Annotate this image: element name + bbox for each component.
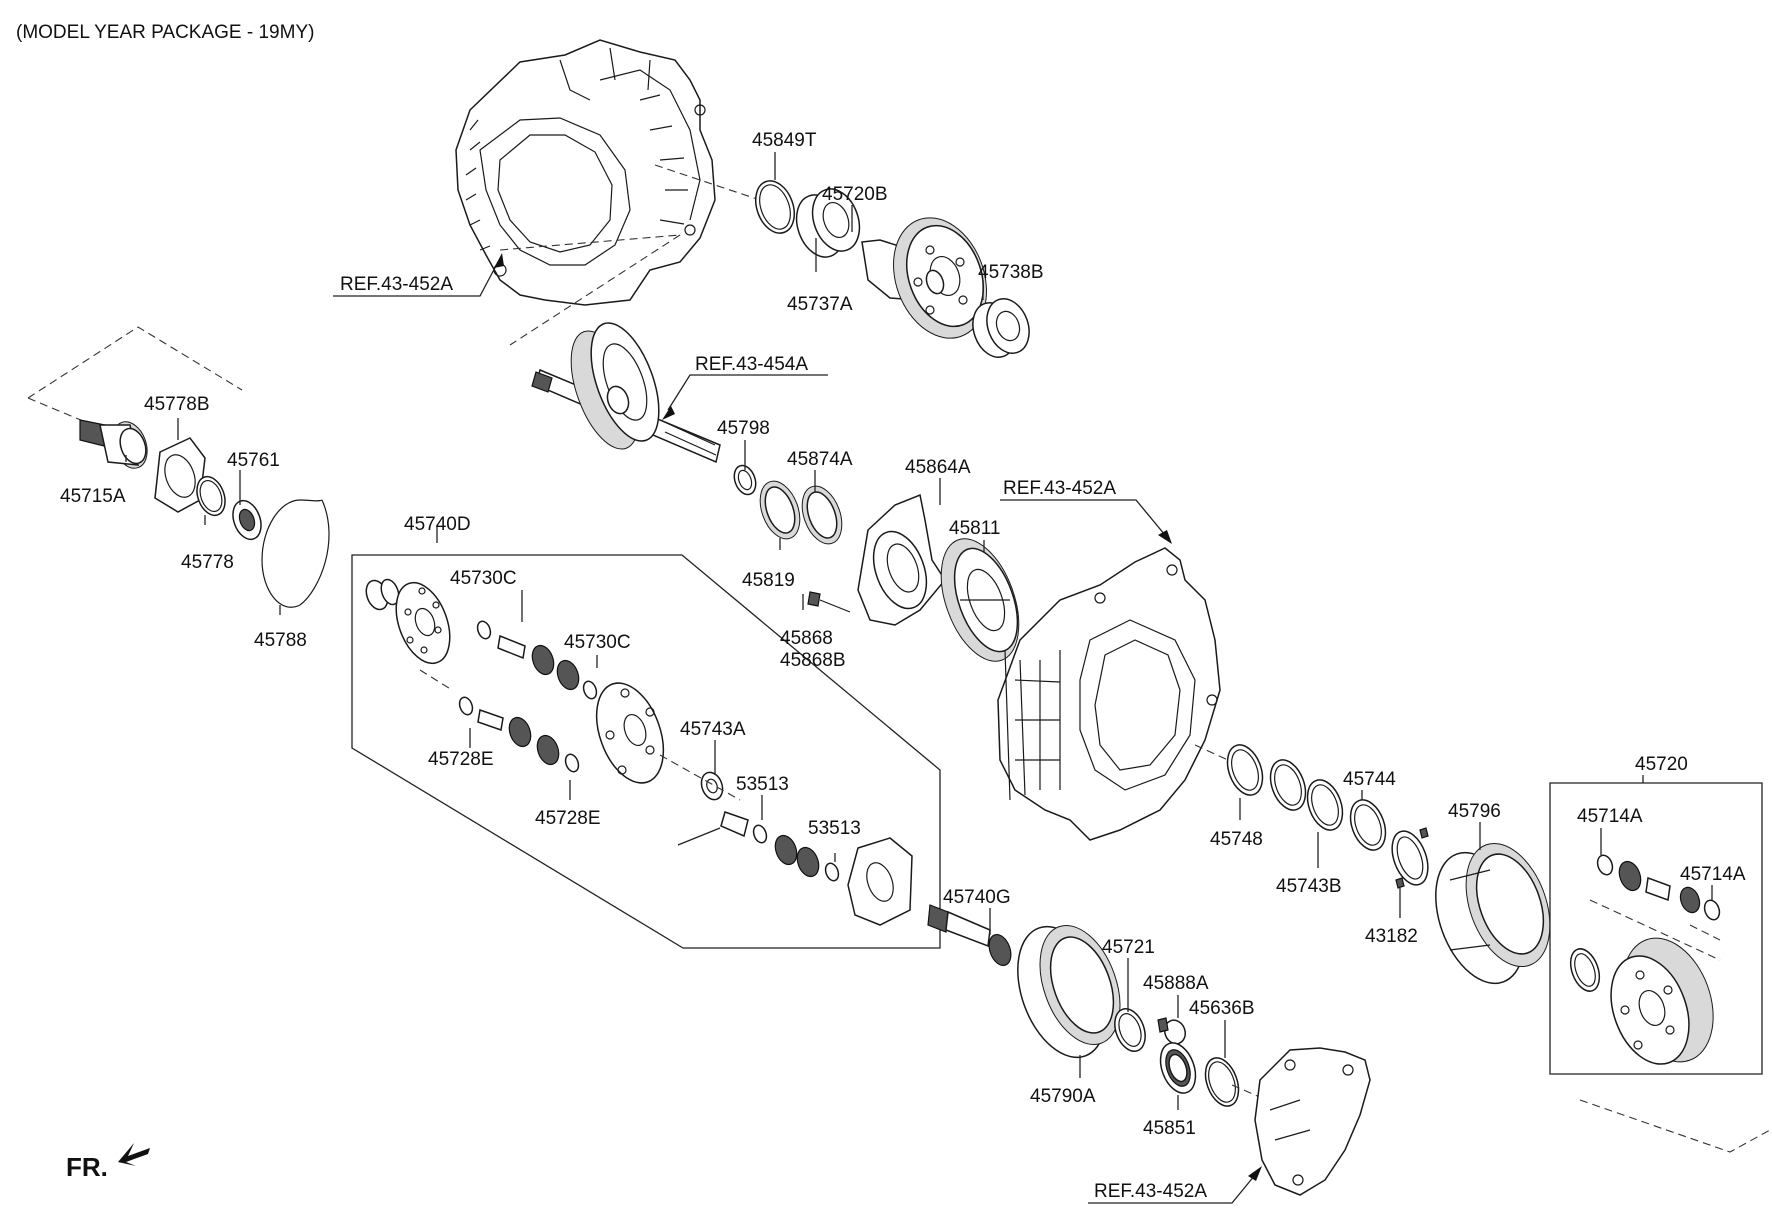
- part-label: 45721: [1102, 937, 1155, 958]
- part-45720-carrier: [1569, 937, 1714, 1065]
- model-year-note: (MODEL YEAR PACKAGE - 19MY): [16, 22, 314, 43]
- part-label: 45811: [949, 518, 1000, 539]
- part-label: 45796: [1448, 801, 1501, 822]
- part-label: 45728E: [535, 808, 601, 829]
- part-label: 45740G: [943, 887, 1011, 908]
- part-label: 45714A: [1577, 806, 1643, 827]
- part-label: 45868B: [780, 650, 846, 671]
- transaxle-case-upper: [455, 39, 716, 306]
- part-45720B-diff-gear: [861, 217, 987, 339]
- part-label: 45849T: [752, 130, 817, 151]
- part-label: 43182: [1365, 926, 1418, 947]
- ref-arrow-top: [333, 253, 504, 297]
- part-label: 53513: [736, 774, 789, 795]
- part-45730C-pinion-set-a: [476, 620, 598, 700]
- part-45737A-bearing: [795, 188, 861, 258]
- part-label: 45868: [780, 628, 833, 649]
- part-label: 45798: [717, 418, 770, 439]
- ref-arrow-shaft: [662, 374, 828, 420]
- carrier-assembly-outline: [351, 554, 941, 949]
- part-45761-bearing: [232, 499, 262, 541]
- part-carrier-end-plate: [847, 837, 913, 926]
- part-45778-ring: [196, 475, 226, 517]
- front-marker: FR.: [66, 1143, 150, 1182]
- part-45796-clutch-drum: [1435, 842, 1551, 985]
- part-label: 45778: [181, 552, 234, 573]
- part-label: 45778B: [144, 394, 210, 415]
- ref-arrow-cover: [1088, 1166, 1262, 1204]
- part-45728E-pinion-set-b: [458, 696, 580, 773]
- part-45743A-washer: [700, 771, 724, 801]
- part-45744-ring: [1349, 799, 1387, 851]
- primary-shaft-assembly: [531, 322, 721, 464]
- part-45636B-o-ring: [1204, 1057, 1240, 1107]
- part-45790A-ring-gear: [1017, 924, 1121, 1059]
- part-45788-snap-ring: [261, 499, 330, 608]
- part-clutch-disc: [1269, 759, 1307, 811]
- part-label: 45730C: [450, 568, 517, 589]
- part-label: 45864A: [905, 457, 971, 478]
- transaxle-case-lower: [997, 547, 1221, 841]
- part-45714A-pinion-set: [1596, 854, 1721, 921]
- part-45798-ring: [733, 464, 757, 496]
- part-45868-bolt: [807, 591, 851, 613]
- part-45874A-sync-ring: [801, 485, 843, 545]
- part-label: 45743B: [1276, 876, 1342, 897]
- part-45715A-output-gear: [79, 419, 148, 469]
- part-45748-ring: [1226, 744, 1264, 796]
- part-45743B-ring: [1306, 779, 1344, 831]
- part-carrier-plate: [595, 682, 665, 784]
- part-label: 45819: [742, 570, 795, 591]
- part-45864A-baffle-plate: [857, 493, 946, 626]
- ref-label-cover: REF.43-452A: [1094, 1181, 1207, 1202]
- part-label: 45720: [1635, 754, 1688, 775]
- part-label: 45740D: [404, 514, 471, 535]
- part-43182-bracket: [1391, 827, 1429, 889]
- part-label: 53513: [808, 818, 861, 839]
- part-label: 45728E: [428, 749, 494, 770]
- front-marker-label: FR.: [66, 1152, 108, 1182]
- part-label: 45720B: [822, 184, 888, 205]
- part-label: 45888A: [1143, 973, 1209, 994]
- part-45851-bearing: [1159, 1042, 1197, 1094]
- output-assembly-outline: [1549, 782, 1763, 1075]
- part-45740D-carrier: [365, 578, 451, 665]
- part-label: 45761: [227, 450, 280, 471]
- part-label: 45730C: [564, 632, 631, 653]
- part-label: 45744: [1343, 769, 1396, 790]
- part-45849T-ring: [754, 180, 796, 234]
- part-label: 45790A: [1030, 1086, 1096, 1107]
- part-45778B-retainer-plate: [154, 437, 206, 513]
- part-45740G-shaft: [927, 904, 1012, 967]
- ref-label-case: REF.43-452A: [1003, 478, 1116, 499]
- part-label: 45851: [1143, 1118, 1196, 1139]
- part-45738B-bearing: [972, 298, 1030, 358]
- part-label: 45748: [1210, 829, 1263, 850]
- part-label: 45743A: [680, 719, 746, 740]
- part-label: 45738B: [978, 262, 1044, 283]
- part-45888A-sensor: [1157, 1017, 1187, 1045]
- part-label: 45714A: [1680, 864, 1746, 885]
- part-label: 45737A: [787, 294, 853, 315]
- part-label: 45874A: [787, 449, 853, 470]
- part-45721-ring: [1114, 1008, 1146, 1052]
- ref-arrow-case: [1000, 499, 1172, 544]
- part-rear-cover: [1254, 1047, 1371, 1196]
- part-label: 45715A: [60, 486, 126, 507]
- part-45819-sync-ring: [759, 480, 801, 540]
- ref-label-shaft: REF.43-454A: [695, 354, 808, 375]
- part-45811-driven-gear: [940, 538, 1020, 662]
- front-arrow-icon: [118, 1143, 150, 1166]
- part-label: 45636B: [1189, 998, 1255, 1019]
- part-53513-pinion-set: [677, 811, 840, 882]
- part-label: 45788: [254, 630, 307, 651]
- ref-label-top: REF.43-452A: [340, 274, 453, 295]
